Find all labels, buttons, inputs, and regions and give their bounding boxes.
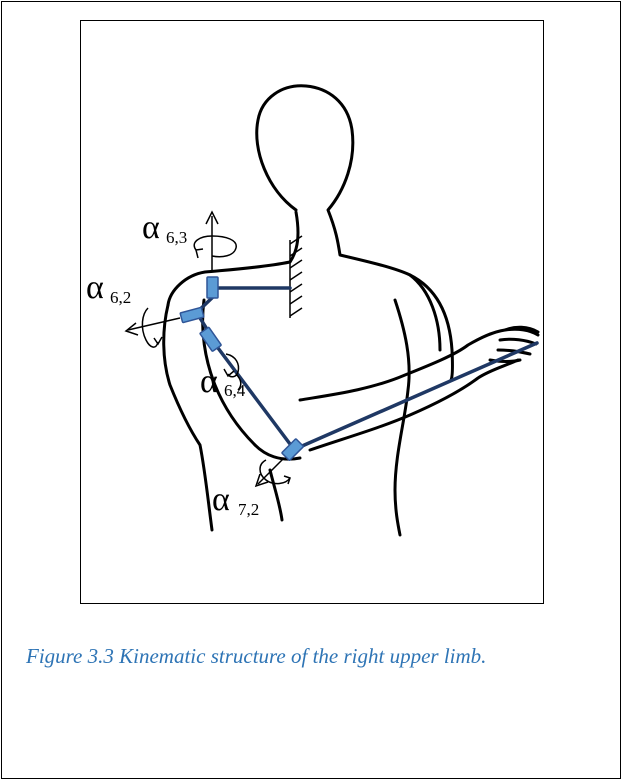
rotation-axes — [126, 212, 290, 486]
head-outline — [257, 86, 453, 380]
joint-shoulder-elevation — [207, 277, 218, 298]
forearm-lower — [310, 360, 518, 450]
label-alpha-7-2-sub: 7,2 — [238, 500, 259, 519]
joint-labels: α 6,3 α 6,2 α 6,4 α 7,2 — [86, 209, 259, 519]
joints — [180, 277, 304, 461]
label-alpha-6-2: α — [86, 269, 104, 306]
label-alpha-6-2-sub: 6,2 — [110, 288, 131, 307]
label-alpha-7-2: α — [212, 481, 230, 518]
kinematic-links — [193, 288, 537, 450]
label-alpha-6-3: α — [142, 209, 160, 246]
body-outline — [164, 86, 538, 535]
label-alpha-6-3-sub: 6,3 — [166, 228, 187, 247]
label-alpha-6-4-sub: 6,4 — [224, 381, 246, 400]
figure-caption: Figure 3.3 Kinematic structure of the ri… — [26, 644, 486, 669]
joint-shoulder-rotation — [200, 327, 222, 351]
neck-left — [168, 212, 298, 305]
lower-arm-body — [270, 470, 282, 520]
label-alpha-6-4: α — [200, 363, 218, 400]
